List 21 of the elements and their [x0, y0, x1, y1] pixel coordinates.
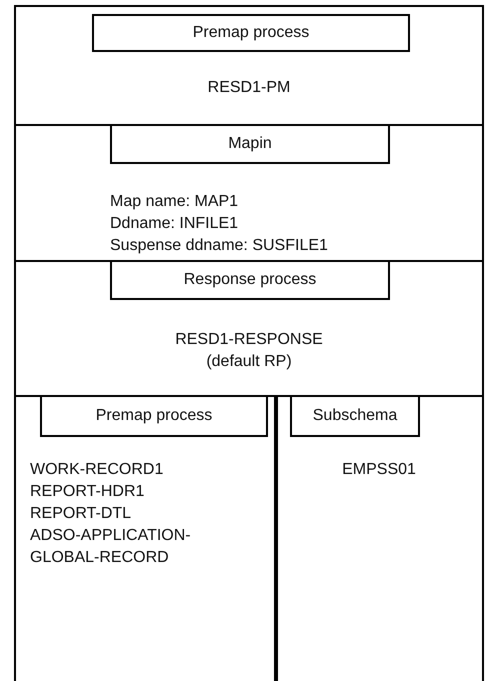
process-box: Premap process: [40, 395, 268, 437]
section-text: REPORT-HDR1: [30, 482, 144, 502]
section-panel: [14, 260, 484, 396]
section-text: RESD1-PM: [208, 78, 290, 98]
section-panel: [14, 124, 484, 261]
section-panel: [14, 395, 278, 681]
section-text: (default RP): [206, 352, 292, 372]
section-panel: [14, 5, 484, 125]
process-box: Mapin: [110, 124, 390, 164]
section-text: Map name: MAP1: [110, 192, 238, 212]
section-text: WORK-RECORD1: [30, 460, 164, 480]
process-box: Subschema: [290, 395, 420, 437]
process-box: Response process: [110, 260, 390, 300]
section-text: EMPSS01: [342, 460, 416, 480]
section-text: REPORT-DTL: [30, 504, 132, 524]
section-text: Suspense ddname: SUSFILE1: [110, 236, 328, 256]
section-text: ADSO-APPLICATION-GLOBAL-RECORD: [30, 526, 192, 568]
section-text: RESD1-RESPONSE: [175, 330, 323, 350]
process-box: Premap process: [92, 14, 410, 52]
section-text: Ddname: INFILE1: [110, 214, 238, 234]
section-panel: [274, 395, 484, 681]
